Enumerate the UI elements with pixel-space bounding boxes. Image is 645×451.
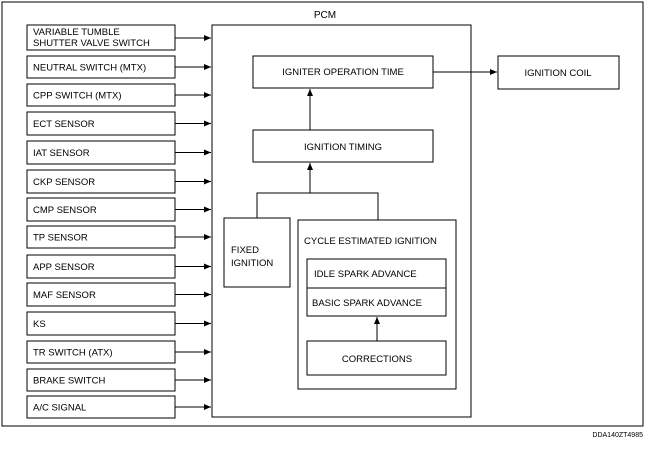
fixed-ignition-box bbox=[223, 217, 291, 288]
input-box bbox=[26, 24, 176, 51]
igniter-operation-time-label: IGNITER OPERATION TIME bbox=[282, 67, 404, 78]
basic-spark-advance-label: BASIC SPARK ADVANCE bbox=[312, 298, 422, 309]
input-label-line1: VARIABLE TUMBLE bbox=[33, 27, 120, 38]
pcm-label: PCM bbox=[314, 10, 336, 21]
input-label: KS bbox=[33, 319, 46, 330]
fixed-ignition-label-line2: IGNITION bbox=[231, 258, 273, 269]
input-label: ECT SENSOR bbox=[33, 119, 95, 130]
corrections-label: CORRECTIONS bbox=[342, 354, 412, 365]
ignition-timing-label: IGNITION TIMING bbox=[304, 142, 382, 153]
input-label: A/C SIGNAL bbox=[33, 403, 86, 414]
input-label: NEUTRAL SWITCH (MTX) bbox=[33, 63, 146, 74]
input-label-line2: SHUTTER VALVE SWITCH bbox=[33, 38, 150, 49]
merge-bracket bbox=[256, 192, 379, 220]
input-label: APP SENSOR bbox=[33, 262, 95, 273]
input-label: CMP SENSOR bbox=[33, 205, 97, 216]
input-label: IAT SENSOR bbox=[33, 148, 90, 159]
input-label: CKP SENSOR bbox=[33, 177, 95, 188]
ignition-timing-box bbox=[252, 129, 434, 163]
idle-spark-advance-label: IDLE SPARK ADVANCE bbox=[314, 269, 417, 280]
input-box bbox=[26, 311, 176, 336]
fixed-ignition-label-line1: FIXED bbox=[231, 245, 259, 256]
input-label: TR SWITCH (ATX) bbox=[33, 348, 113, 359]
cycle-estimated-ignition-label: CYCLE ESTIMATED IGNITION bbox=[304, 236, 437, 247]
input-label: TP SENSOR bbox=[33, 233, 88, 244]
input-label: CPP SWITCH (MTX) bbox=[33, 91, 122, 102]
input-label: MAF SENSOR bbox=[33, 290, 96, 301]
ignition-coil-label: IGNITION COIL bbox=[524, 68, 591, 79]
corrections-box bbox=[306, 340, 447, 376]
input-label: BRAKE SWITCH bbox=[33, 376, 105, 387]
ignition-coil-box bbox=[497, 55, 620, 90]
figure-code: DDA140ZT4985 bbox=[592, 432, 643, 439]
